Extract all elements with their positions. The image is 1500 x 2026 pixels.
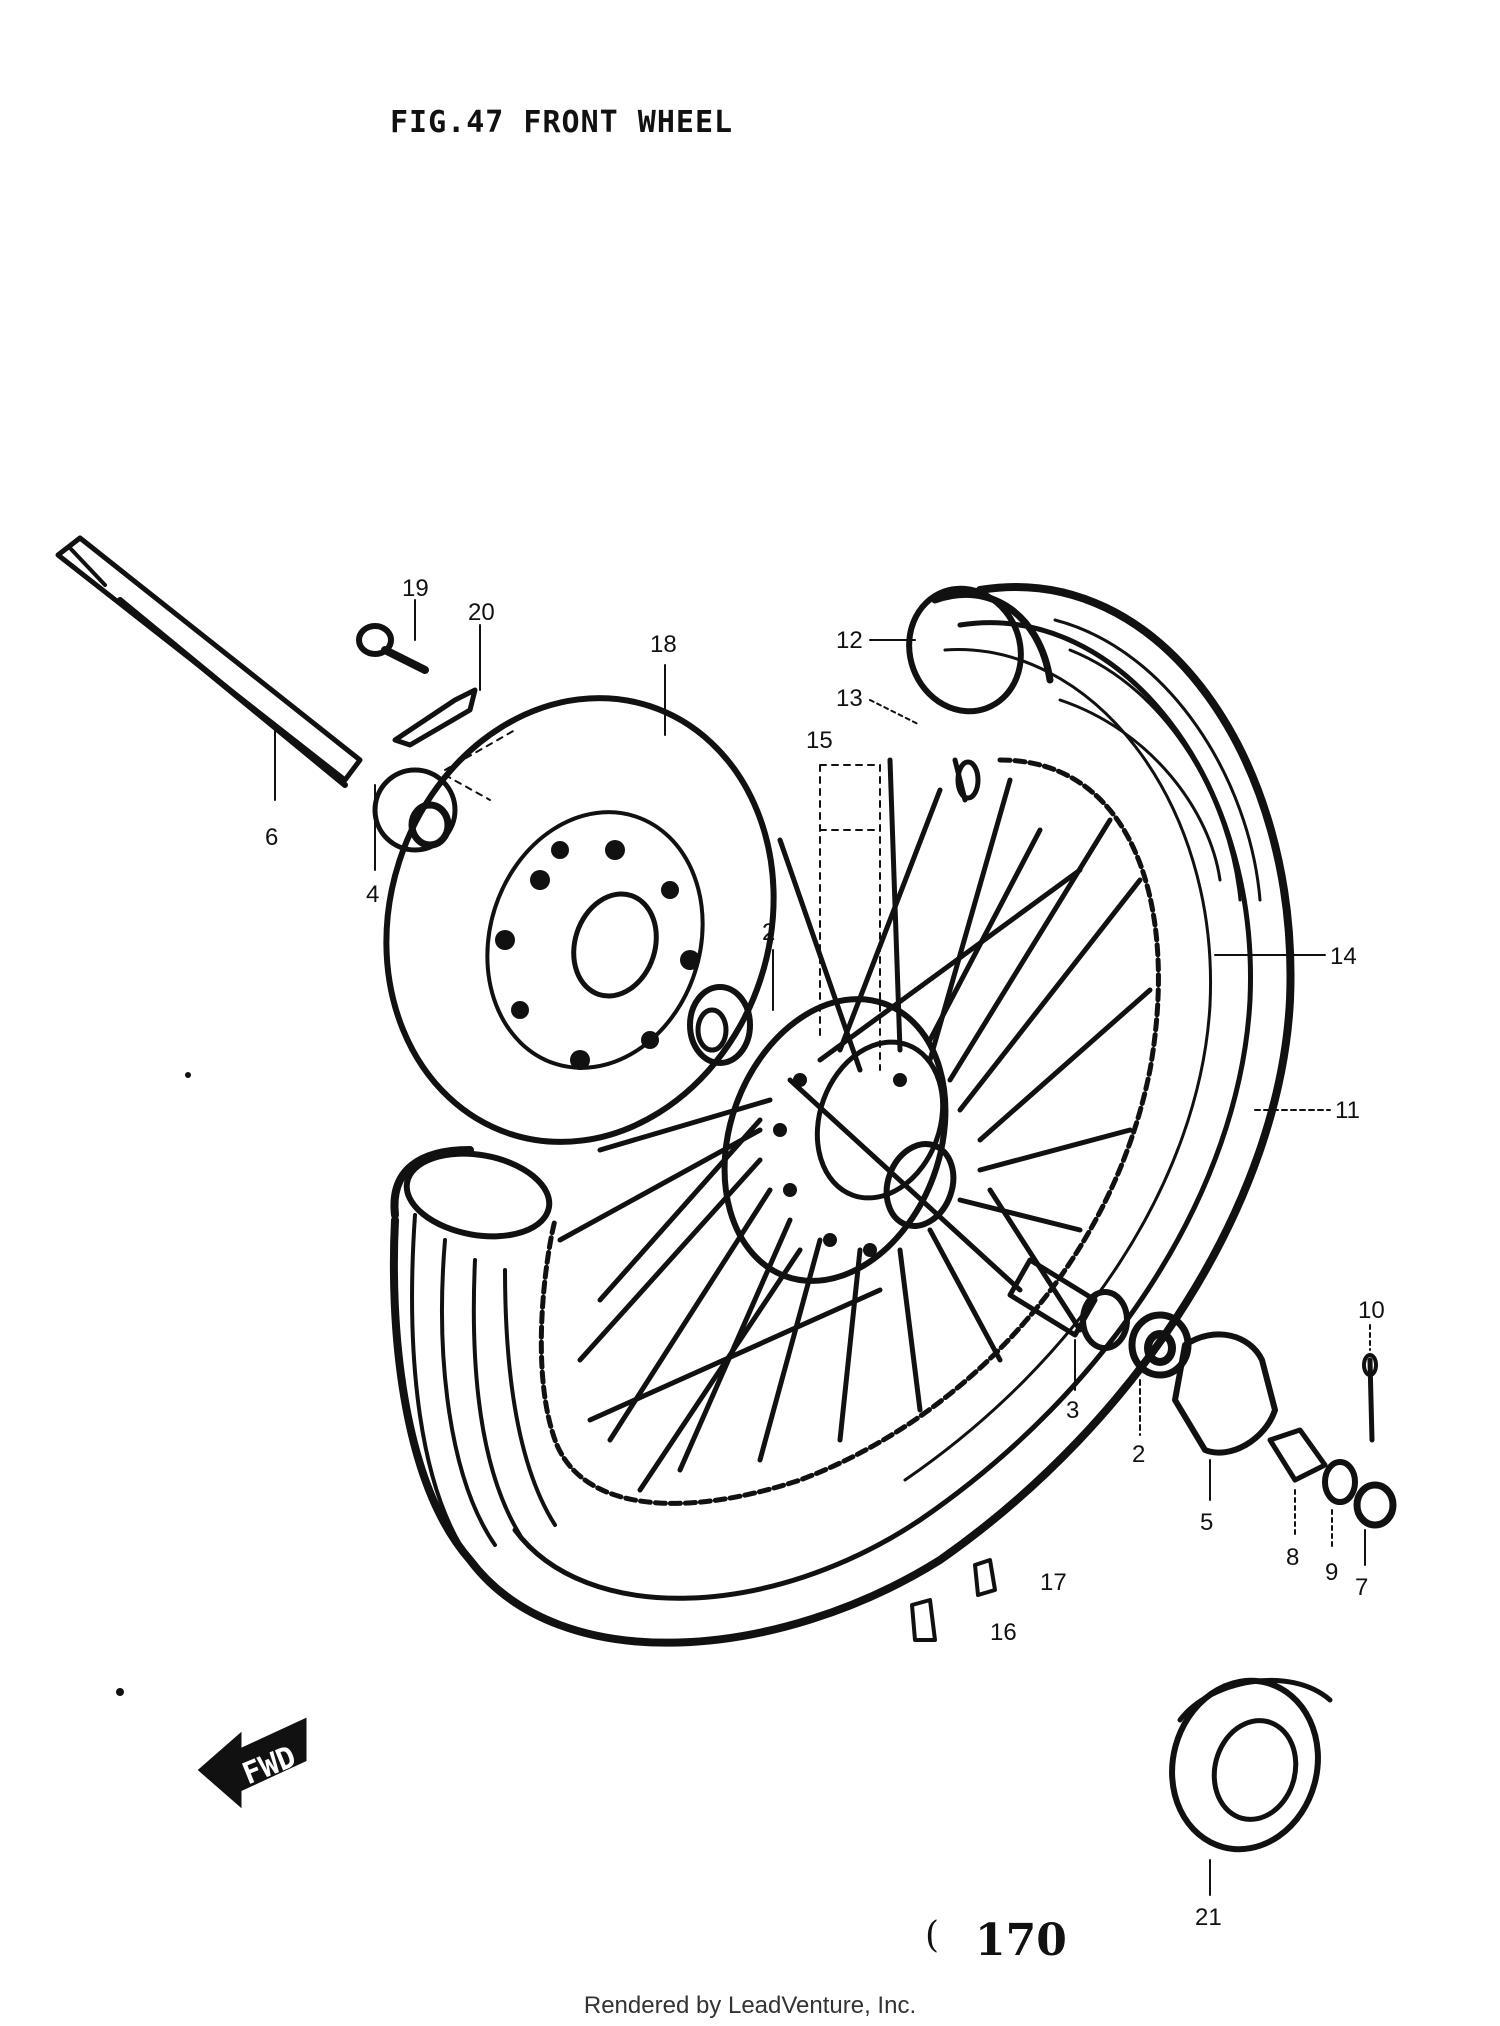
forward-direction-arrow: FWD: [197, 1717, 307, 1809]
callout-10: 10: [1358, 1297, 1385, 1324]
bearing-upper-part: [687, 984, 753, 1066]
callout-4: 4: [366, 881, 379, 908]
valve-part: [952, 757, 981, 803]
rim-part: [538, 757, 1161, 1506]
callout-13: 13: [836, 685, 863, 712]
axle-nut-part: [1353, 1481, 1397, 1529]
callout-3: 3: [1066, 1397, 1079, 1424]
figure-title: FIG.47 FRONT WHEEL: [390, 105, 734, 140]
callout-14: 14: [1330, 943, 1357, 970]
callout-labels: 19 20 18 12 13 15 6 4 2 14 11 10 3 2 5 8…: [265, 575, 1385, 1931]
callout-20: 20: [468, 599, 495, 626]
speedometer-gearbox-part: [1172, 1331, 1278, 1456]
page-mark: (: [925, 1915, 940, 1956]
tire-part: [389, 583, 1295, 1647]
balance-weight-16: [910, 1598, 937, 1642]
axle-part: [55, 535, 363, 788]
leader-13: [869, 699, 921, 726]
callout-16: 16: [990, 1619, 1017, 1646]
callout-8: 8: [1286, 1544, 1299, 1571]
axle-spacer-part: [1267, 1427, 1328, 1483]
callout-21: 21: [1195, 1904, 1222, 1931]
stray-mark: [116, 1688, 124, 1696]
callout-6: 6: [265, 824, 278, 851]
leader-15: [819, 764, 881, 1071]
brake-disc-part: [383, 695, 777, 1145]
callout-19: 19: [402, 575, 429, 602]
washer-part: [1322, 1459, 1358, 1505]
lock-washer-part: [392, 687, 478, 748]
callout-9: 9: [1325, 1559, 1338, 1586]
footer-credit: Rendered by LeadVenture, Inc.: [583, 1992, 917, 2019]
callout-17: 17: [1040, 1569, 1067, 1596]
distance-collar-part: [1007, 1257, 1130, 1351]
callout-2-lower: 2: [1132, 1441, 1145, 1468]
cotter-pin-part: [1362, 1353, 1378, 1443]
page-number: 170: [975, 1915, 1067, 1966]
bolt-part: [356, 623, 429, 674]
callout-18: 18: [650, 631, 677, 658]
dust-cover-part: [1169, 1677, 1333, 1853]
balance-weight-17: [973, 1558, 997, 1597]
callout-2-upper: 2: [762, 919, 775, 946]
callout-5: 5: [1200, 1509, 1213, 1536]
callout-11: 11: [1335, 1097, 1360, 1124]
callout-15: 15: [806, 727, 833, 754]
stray-mark: [185, 1072, 191, 1078]
callout-7: 7: [1355, 1574, 1368, 1601]
spokes-part: [557, 757, 1153, 1493]
callout-12: 12: [836, 627, 863, 654]
